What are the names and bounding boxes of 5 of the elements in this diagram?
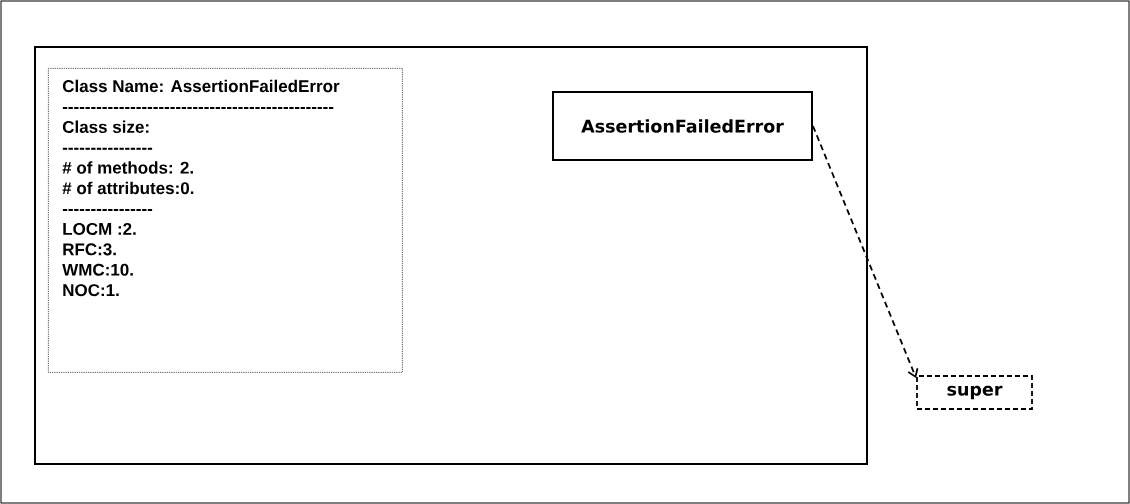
frame-box: [34, 46, 868, 465]
arrow: [812, 125, 919, 379]
class-info-box: Class Name: AssertionFailedError ------------------------------------------------ Class size: ---------------- # of methods: 2. # of attributes:0. ---------------- LOCM :2. RFC:3. WMC:10. NOC:1.: [48, 68, 403, 373]
class-box: super: [916, 375, 1033, 410]
class-box: AssertionFailedError: [552, 91, 813, 161]
